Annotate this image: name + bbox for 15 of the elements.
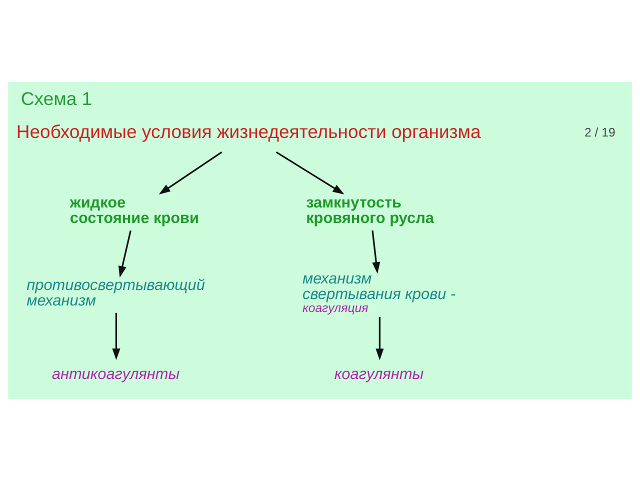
- label: 2 / 19: [584, 125, 616, 140]
- node-text: жидкое состояние крови: [70, 194, 200, 227]
- arrow: [276, 150, 344, 194]
- node-text: замкнутость кровяного русла: [306, 194, 434, 227]
- node-text: Необходимые условия жизнедеятельности организма: [16, 120, 481, 142]
- arrow: [158, 150, 222, 194]
- node-text: антикоагулянты: [52, 365, 180, 382]
- arrow: [376, 316, 384, 360]
- node-text: коагулянты: [334, 365, 424, 382]
- node-text: механизм свертывания крови - коагуляция: [302, 270, 456, 315]
- arrow: [112, 312, 120, 360]
- arrow: [372, 230, 380, 274]
- node-text: противосвертывающий механизм: [26, 276, 205, 309]
- diagram-title: Схема 1: [20, 88, 92, 109]
- arrow: [118, 230, 132, 278]
